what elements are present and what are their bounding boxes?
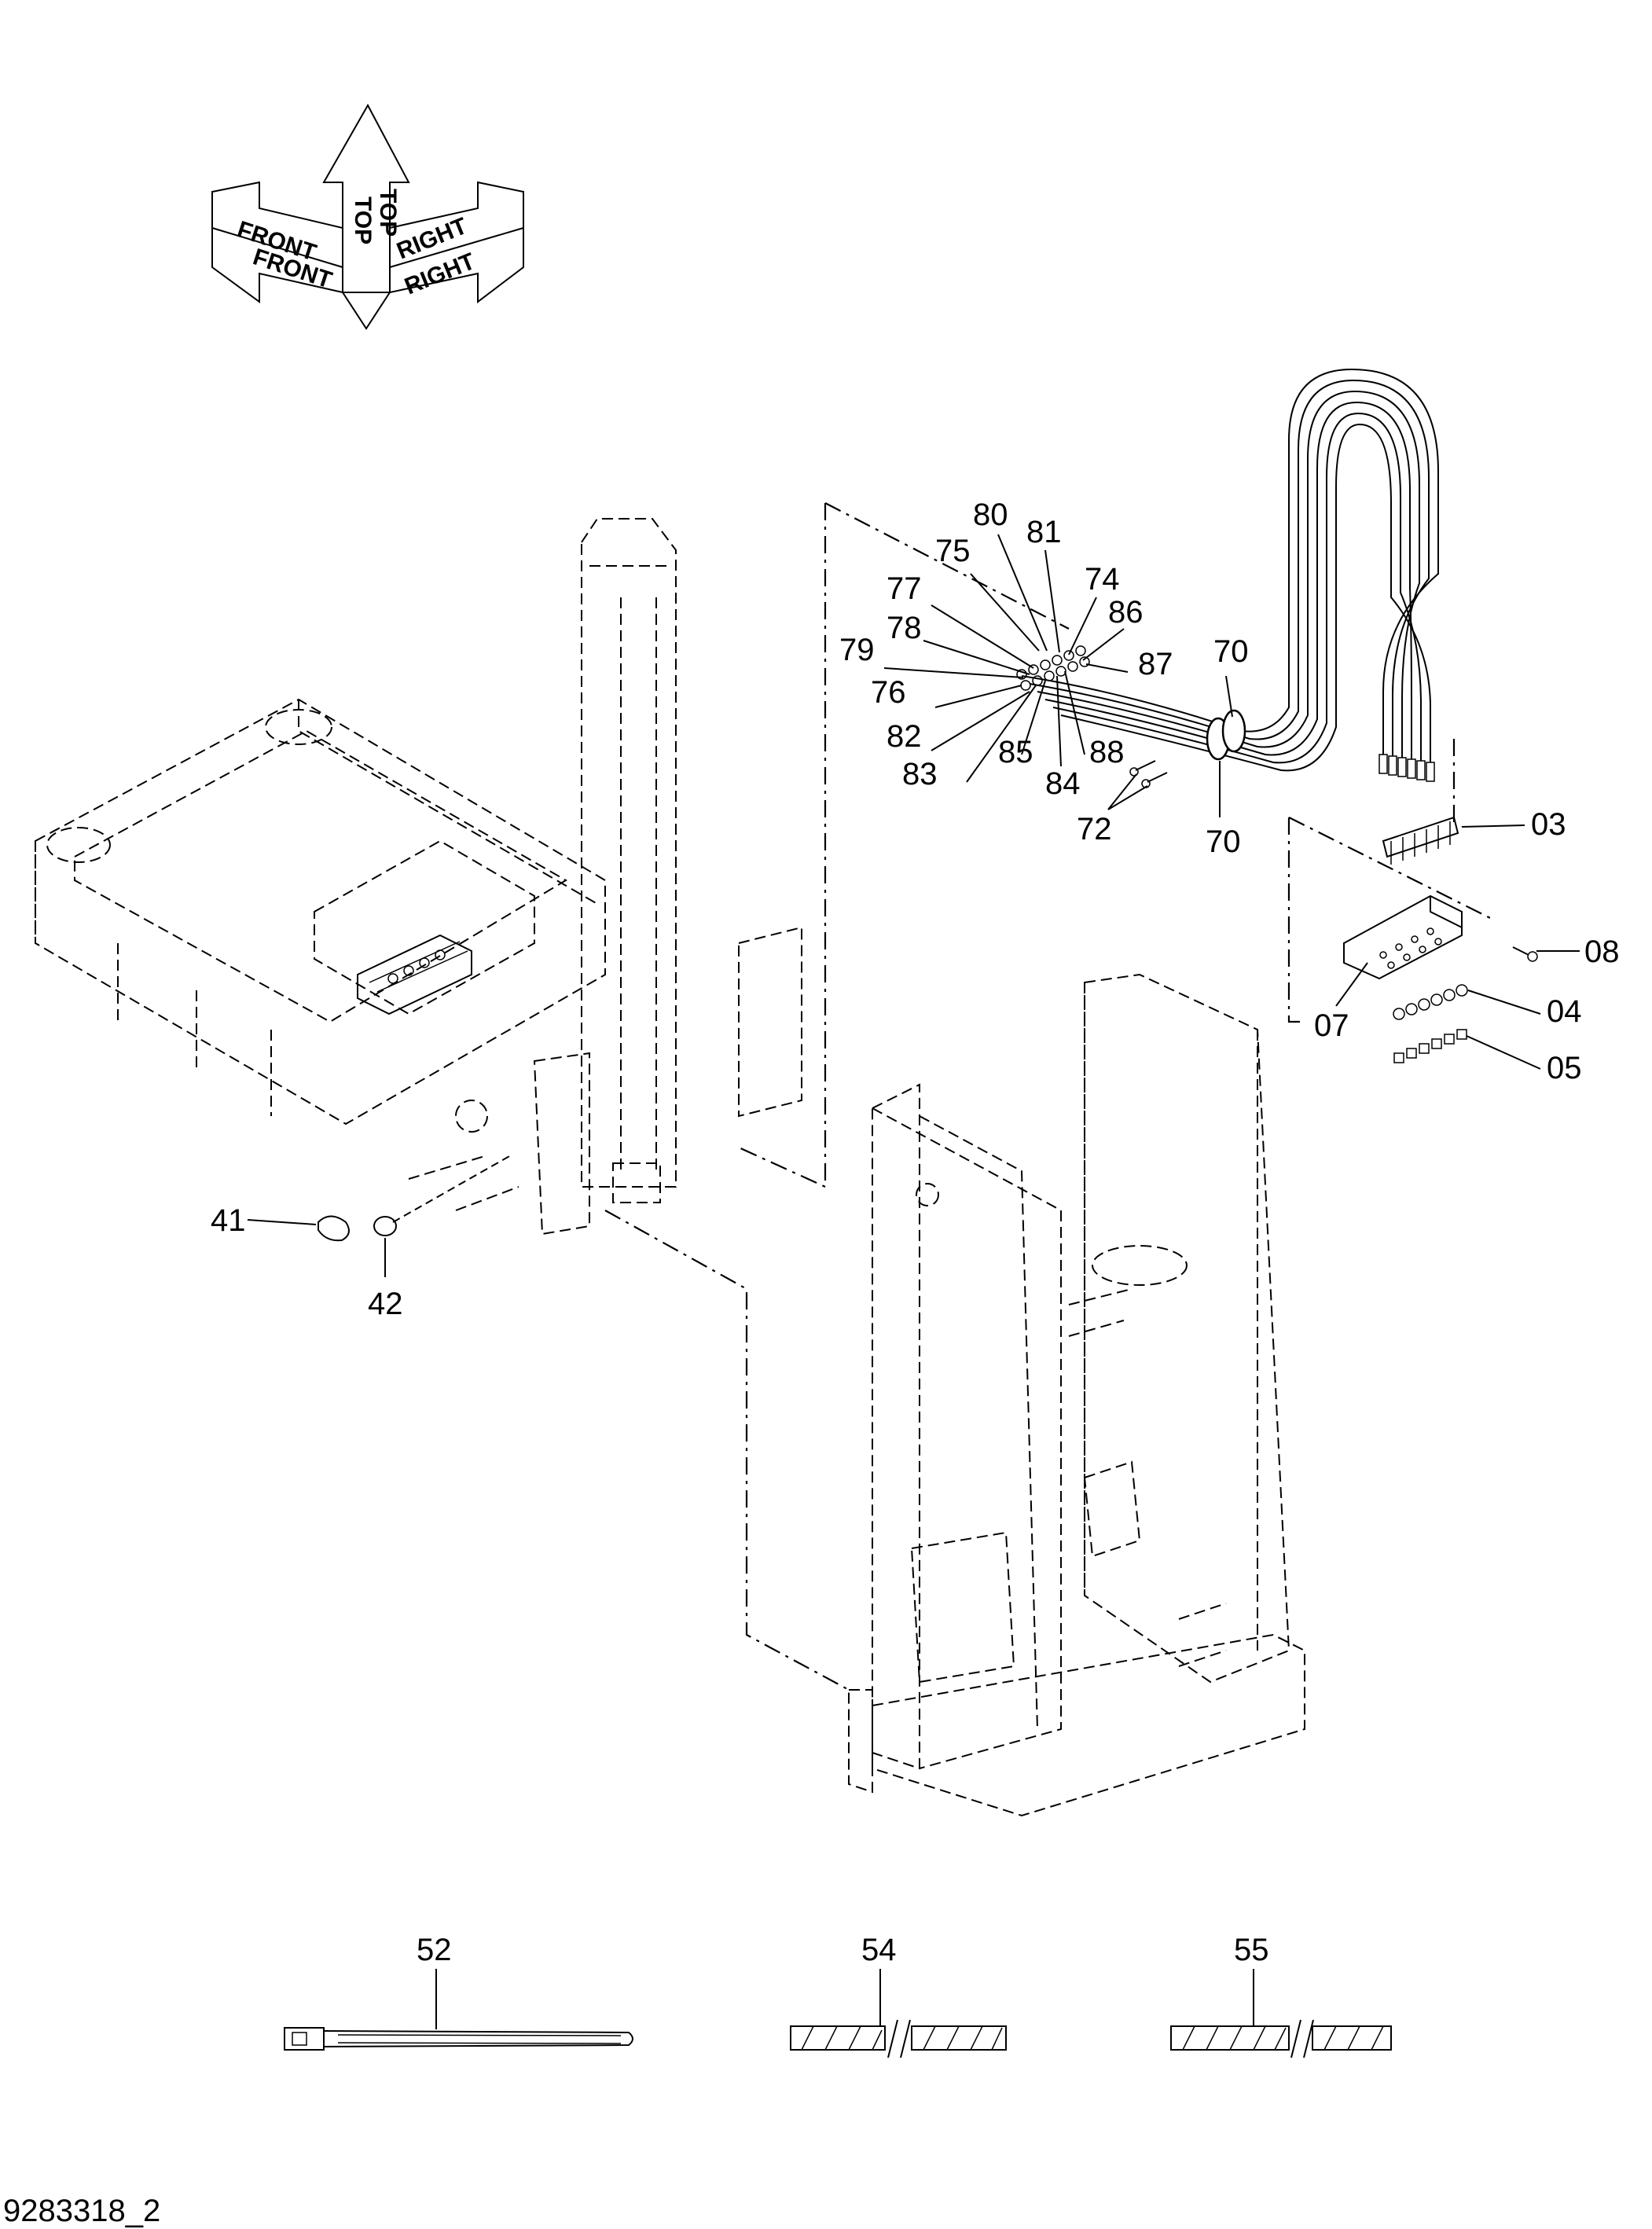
- wire-harness: [1016, 368, 1439, 788]
- conduit-54: [790, 2019, 1007, 2058]
- orientation-top-label-left: TOP: [350, 196, 376, 244]
- callout-87: 87: [1138, 647, 1173, 681]
- cable-tie-52: [284, 2027, 633, 2051]
- callout-81: 81: [1026, 515, 1062, 549]
- terminal-block: [357, 934, 472, 1015]
- callout-41: 41: [211, 1203, 246, 1238]
- harness-terminals: [1379, 754, 1435, 782]
- conduit-55: [1170, 2019, 1392, 2058]
- callout-08: 08: [1584, 935, 1620, 969]
- callout-76: 76: [871, 675, 906, 710]
- callout-84: 84: [1045, 766, 1081, 801]
- callout-85: 85: [998, 735, 1033, 769]
- connector-row-03: [1382, 816, 1459, 865]
- washer-row-04: [1393, 984, 1468, 1020]
- callout-80: 80: [973, 498, 1008, 532]
- callout-55: 55: [1234, 1933, 1269, 1967]
- callout-leaders: [247, 534, 1580, 2029]
- callout-74: 74: [1085, 562, 1120, 597]
- callout-79: 79: [839, 633, 875, 667]
- callout-88: 88: [1089, 735, 1125, 769]
- callout-04: 04: [1547, 994, 1582, 1029]
- clip-41: [318, 1215, 350, 1242]
- pin-cluster: [1016, 645, 1090, 691]
- callout-82: 82: [887, 719, 922, 754]
- callout-86: 86: [1108, 595, 1144, 630]
- callouts: 80 81 75 74 77 86 78 79 87 70 76 82 83 8…: [211, 498, 1620, 1967]
- callout-54: 54: [861, 1933, 897, 1967]
- callout-03: 03: [1531, 807, 1566, 842]
- callout-07: 07: [1314, 1008, 1349, 1043]
- clamp-42: [373, 1155, 512, 1236]
- callout-70-top: 70: [1213, 634, 1249, 669]
- upper-frame-ghost: [35, 518, 802, 1236]
- callout-75: 75: [935, 534, 971, 568]
- callout-78: 78: [887, 611, 922, 645]
- callout-05: 05: [1547, 1051, 1582, 1085]
- callout-72: 72: [1077, 812, 1112, 846]
- orientation-top-label: TOP: [375, 189, 401, 237]
- callout-52: 52: [417, 1933, 452, 1967]
- bracket-07: [1343, 894, 1538, 980]
- lower-frame-ghost: [848, 973, 1305, 1817]
- callout-42: 42: [368, 1287, 403, 1321]
- assembly-leader-lines: [604, 502, 1494, 1691]
- nut-row-05: [1393, 1029, 1467, 1063]
- callout-83: 83: [902, 757, 938, 791]
- callout-77: 77: [887, 571, 922, 606]
- grommet-70-lower: [1221, 709, 1246, 753]
- document-id: 9283318_2: [3, 2194, 160, 2228]
- callout-70-bottom: 70: [1206, 824, 1241, 859]
- orientation-symbol: FRONT FRONT TOP TOP RIGHT RIGHT: [211, 103, 524, 330]
